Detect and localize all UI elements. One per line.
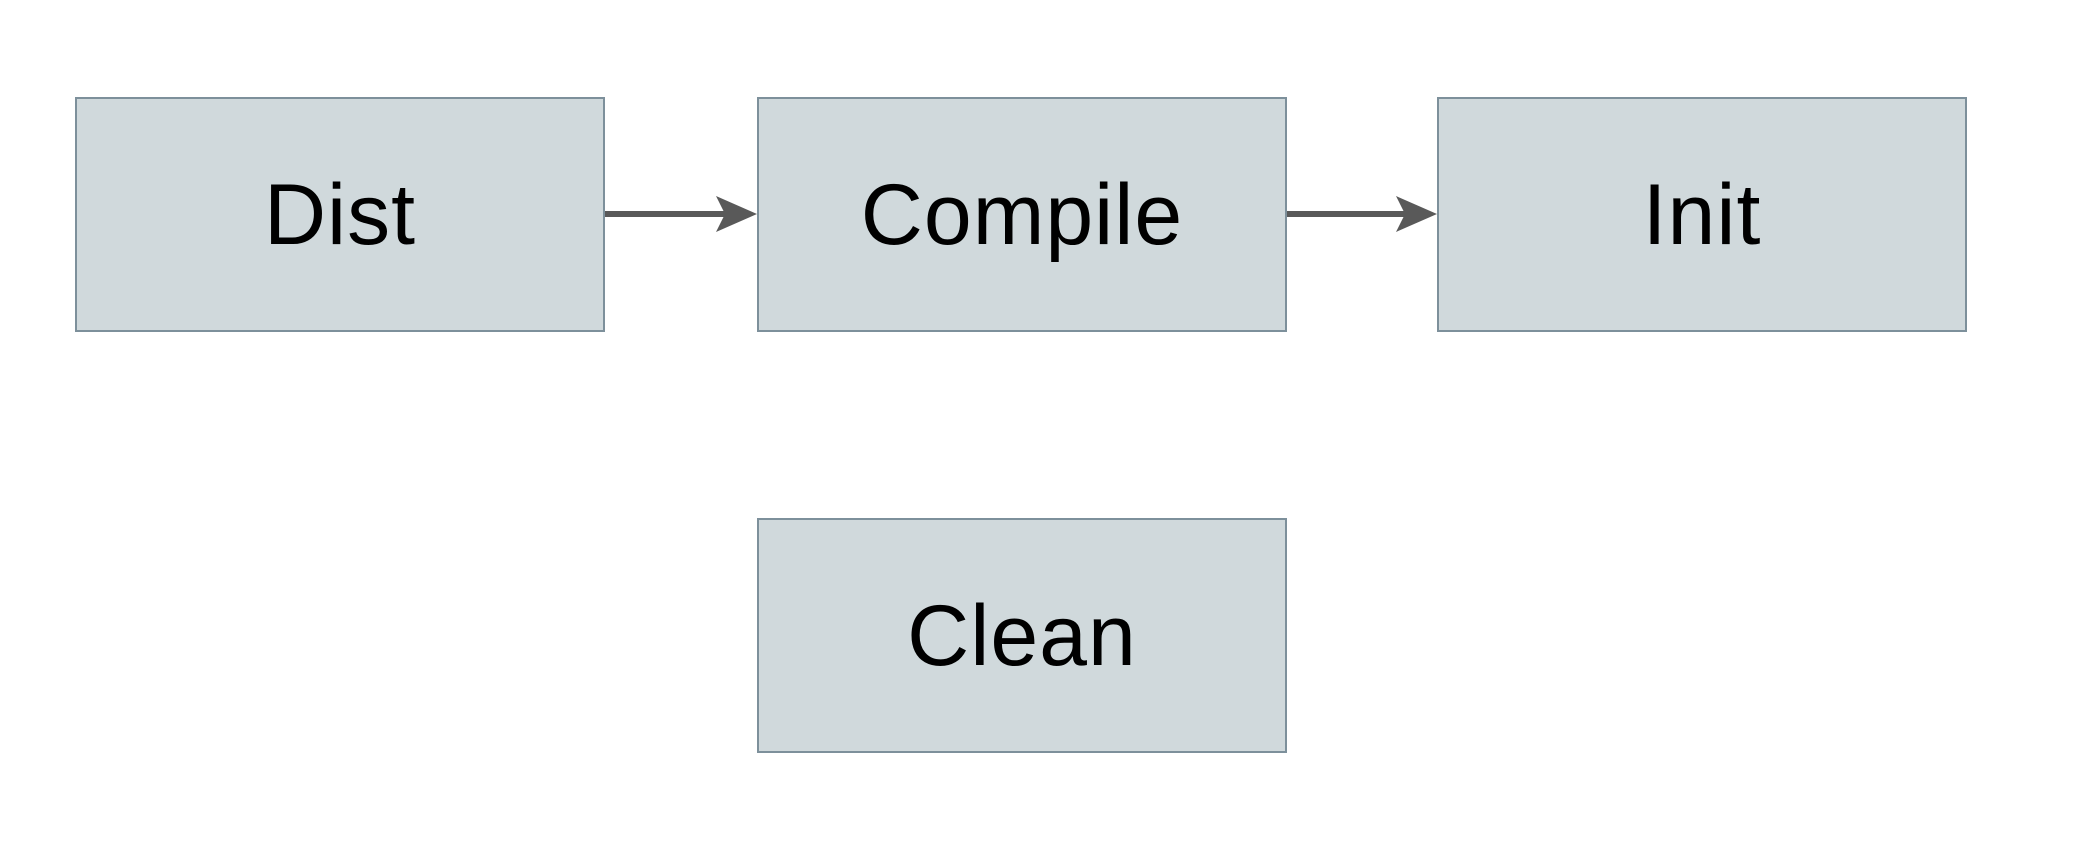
node-clean[interactable]: Clean	[757, 518, 1287, 753]
node-clean-label: Clean	[907, 587, 1137, 684]
arrow-compile-to-init[interactable]	[1287, 196, 1437, 232]
node-init[interactable]: Init	[1437, 97, 1967, 332]
node-dist-label: Dist	[263, 166, 417, 263]
node-init-label: Init	[1642, 166, 1762, 263]
node-compile[interactable]: Compile	[757, 97, 1287, 332]
node-dist[interactable]: Dist	[75, 97, 605, 332]
node-compile-label: Compile	[860, 166, 1184, 263]
arrow-dist-to-compile[interactable]	[605, 196, 757, 232]
